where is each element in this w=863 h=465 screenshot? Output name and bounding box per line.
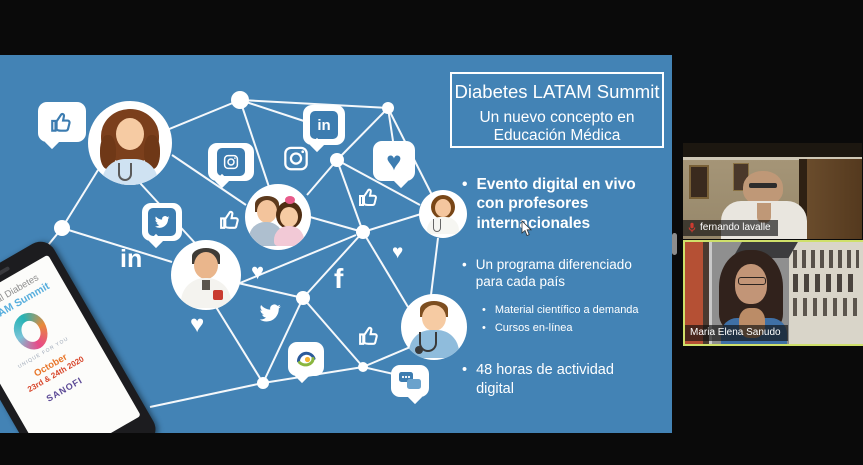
bullet-text: Evento digital en vivo con profesores in… [476, 176, 636, 232]
twitter-bubble-icon [142, 203, 182, 241]
panel-divider-handle[interactable] [672, 233, 677, 255]
bullet-text: Un programa diferenciado para cada país [475, 257, 632, 289]
heart-icon: ♥ [392, 242, 404, 263]
participant-video-fernando[interactable]: fernando lavalle [683, 143, 862, 239]
shared-slide: in in ♥ [0, 55, 672, 433]
book-row [793, 274, 859, 292]
video-bg [683, 143, 862, 159]
glasses [749, 183, 777, 188]
mouse-cursor [521, 220, 533, 242]
window-frame [703, 242, 709, 344]
bullet-item: • Evento digital en vivo con profesores … [462, 175, 658, 233]
face [743, 171, 783, 205]
heart-bubble-icon: ♥ [373, 141, 415, 181]
linkedin-in-icon: in [120, 245, 143, 273]
book-row [793, 298, 859, 316]
wood-cabinet [807, 159, 862, 239]
avatar-doctor-male-right [401, 294, 467, 360]
participant-name-label: Maria Elena Sanudo [685, 325, 788, 341]
twitter-bird-icon [256, 300, 284, 331]
wall-frame [689, 165, 709, 199]
avatar-couple [245, 184, 311, 250]
sanofi-logo-bubble-icon [288, 342, 324, 376]
ceiling-line [683, 157, 862, 160]
window-edge [709, 242, 712, 344]
neck [757, 203, 771, 223]
instagram-outline-icon [281, 145, 311, 177]
instagram-bubble-icon [208, 143, 254, 181]
participant-video-maria[interactable]: Maria Elena Sanudo [683, 240, 863, 346]
slide-title-box: Diabetes LATAM Summit Un nuevo concepto … [450, 72, 664, 148]
slide-subtitle-line2: Educación Médica [493, 126, 621, 144]
thumbs-up-outline-icon [217, 207, 244, 237]
bullet-text: Cursos en-línea [494, 322, 573, 334]
bullet-text: Material científico a demanda [494, 304, 639, 316]
bullet-item: • 48 horas de actividad digital [462, 361, 652, 399]
participant-name: fernando lavalle [700, 222, 771, 233]
muted-mic-icon [688, 222, 696, 233]
bullet-text: 48 horas de actividad digital [476, 362, 614, 397]
thumbs-up-outline-icon [356, 323, 383, 353]
thumbs-up-outline-icon [356, 185, 382, 214]
slide-title: Diabetes LATAM Summit [454, 81, 660, 102]
book-row [793, 250, 859, 268]
slide-subtitle-line1: Un nuevo concepto en [479, 109, 635, 126]
thumbs-up-bubble-icon [38, 102, 86, 142]
avatar-doctor-female [88, 101, 172, 185]
cabinet-edge [799, 159, 807, 239]
heart-icon: ♥ [190, 311, 205, 338]
network-diagram [27, 91, 439, 408]
chat-bubble-icon [391, 365, 429, 397]
avatar-doctor-male [171, 240, 241, 310]
participant-name-label: fernando lavalle [683, 220, 778, 236]
bullet-item: • Un programa diferenciado para cada paí… [462, 257, 658, 291]
glasses [738, 277, 766, 285]
participant-name: Maria Elena Sanudo [690, 327, 781, 338]
sub-bullet-item: • Material científico a demanda [482, 304, 639, 316]
avatar-doctor-female-small [419, 190, 467, 238]
facebook-f-icon: f [334, 263, 344, 294]
linkedin-bubble-icon: in [303, 105, 345, 145]
heart-icon: ♥ [251, 259, 265, 284]
sub-bullet-item: • Cursos en-línea [482, 322, 573, 334]
